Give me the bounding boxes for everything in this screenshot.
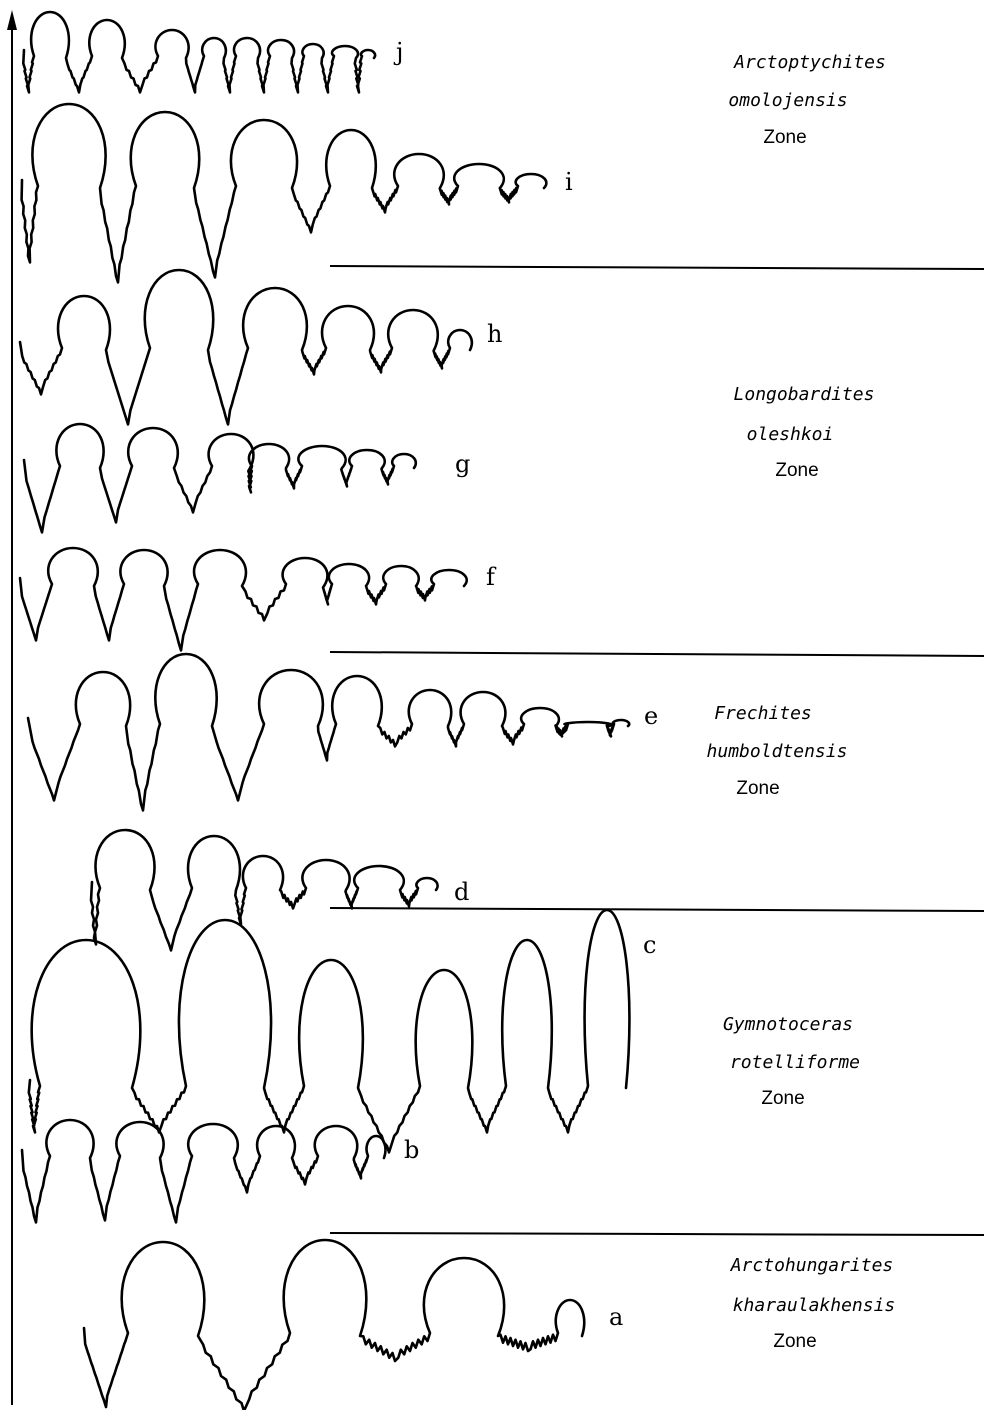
zone-species: rotelliforme	[730, 1052, 860, 1073]
zone-label-2: Longobardites oleshkoi Zone	[734, 384, 875, 481]
zone-label-1: Arctoptychites omolojensis Zone	[728, 52, 885, 148]
suture-line-a	[84, 1240, 584, 1410]
suture-label: f	[486, 563, 497, 591]
zone-suffix: Zone	[761, 1088, 804, 1109]
zone-divider	[330, 652, 984, 656]
suture-label: i	[565, 168, 573, 196]
suture-label: d	[454, 878, 469, 906]
arrow-up-icon	[7, 10, 17, 30]
zone-divider	[330, 266, 984, 269]
zone-label-3: Frechites humboldtensis Zone	[707, 703, 848, 799]
suture-line-h	[20, 270, 472, 424]
zone-suffix: Zone	[773, 1331, 816, 1352]
suture-line-i	[22, 104, 547, 282]
time-axis	[7, 10, 17, 1405]
zone-genus: Longobardites	[734, 384, 875, 405]
suture-line-j	[23, 12, 375, 92]
zone-species: omolojensis	[728, 90, 847, 111]
zone-divider	[330, 908, 984, 911]
suture-line-f	[20, 548, 467, 650]
suture-line-b	[22, 1120, 385, 1222]
suture-label: j	[393, 38, 403, 66]
zone-dividers	[330, 266, 984, 1235]
suture-label: g	[455, 450, 470, 478]
zone-species: humboldtensis	[707, 741, 848, 762]
zone-suffix: Zone	[763, 127, 806, 148]
zone-label-4: Gymnotoceras rotelliforme Zone	[723, 1014, 860, 1109]
suture-label: c	[643, 931, 656, 959]
zone-species: kharaulakhensis	[733, 1295, 896, 1316]
suture-line-e	[28, 654, 629, 810]
suture-label: a	[609, 1303, 623, 1331]
zone-genus: Gymnotoceras	[723, 1014, 853, 1035]
zone-label-5: Arctohungarites kharaulakhensis Zone	[730, 1255, 896, 1352]
zone-genus: Arctoptychites	[733, 52, 886, 73]
zone-suffix: Zone	[736, 778, 779, 799]
zone-suffix: Zone	[775, 460, 818, 481]
suture-labels: j i h g f e d c b a	[393, 38, 658, 1331]
suture-label: h	[487, 320, 502, 348]
suture-label: b	[404, 1136, 419, 1164]
zone-species: oleshkoi	[747, 424, 834, 445]
zone-genus: Frechites	[714, 703, 812, 724]
suture-line-g	[24, 424, 416, 532]
suture-line-d	[91, 830, 438, 950]
suture-line-c	[29, 910, 630, 1152]
zone-divider	[330, 1233, 984, 1235]
suture-label: e	[644, 702, 658, 730]
zone-genus: Arctohungarites	[730, 1255, 894, 1276]
suture-lines	[20, 12, 629, 1410]
